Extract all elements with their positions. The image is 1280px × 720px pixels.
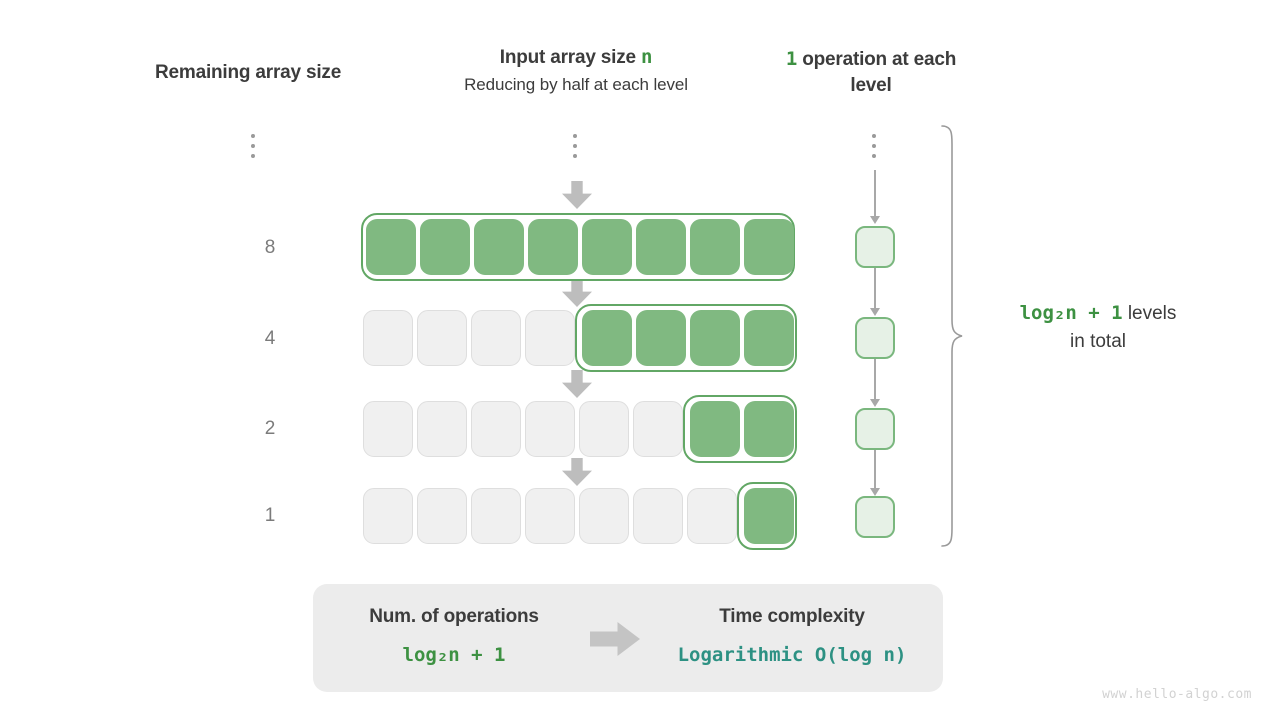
array-cell [690, 401, 740, 457]
reduce-arrow-icon-1 [562, 279, 592, 307]
watermark: www.hello-algo.com [1102, 687, 1252, 702]
array-cell [582, 310, 632, 366]
array-cell [636, 310, 686, 366]
level-label-0: 8 [264, 237, 276, 258]
array-cell [690, 219, 740, 275]
array-cell [744, 219, 794, 275]
array-row-level-4 [363, 304, 797, 372]
dot-icon [573, 134, 577, 138]
header-input-subtitle: Reducing by half at each level [464, 75, 688, 94]
array-cell [363, 401, 413, 457]
op-arrowhead-icon [870, 308, 880, 316]
array-cell [417, 488, 467, 544]
operation-cell-level-4 [855, 317, 895, 359]
reduce-arrow-icon-2 [562, 370, 592, 398]
operation-cell-level-1 [855, 496, 895, 538]
ellipsis-left-column [251, 134, 255, 158]
summary-complexity-value: Logarithmic O(log n) [677, 644, 907, 666]
operation-cell-level-2 [855, 408, 895, 450]
array-cell [579, 488, 629, 544]
array-cell [363, 488, 413, 544]
array-cell [471, 401, 521, 457]
levels-suffix: levels [1122, 303, 1177, 324]
op-arrowhead-icon [870, 399, 880, 407]
dot-icon [872, 154, 876, 158]
array-cell [525, 401, 575, 457]
header-input-title-variable: n [641, 46, 653, 68]
header-operations-per-level: 1 operation at each level [776, 46, 966, 99]
summary-operations-block: Num. of operations log₂n + 1 [340, 606, 568, 666]
header-remaining-array-size: Remaining array size [155, 62, 342, 83]
header-operations-text: operation at each level [797, 49, 957, 97]
dot-icon [872, 134, 876, 138]
array-cell [366, 219, 416, 275]
array-cell [582, 219, 632, 275]
levels-brace-icon [938, 124, 964, 553]
header-input-title-text: Input array size [499, 47, 641, 68]
array-cell [417, 310, 467, 366]
array-cell [417, 401, 467, 457]
array-cell [579, 401, 629, 457]
array-cell [636, 219, 686, 275]
header-input-title: Input array size n [390, 46, 762, 69]
array-cell [690, 310, 740, 366]
level-label-3: 1 [264, 505, 276, 526]
array-cell [528, 219, 578, 275]
ellipsis-array-column [573, 134, 577, 158]
reduce-arrow-icon-3 [562, 458, 592, 486]
header-input-array-size: Input array size n Reducing by half at e… [390, 46, 762, 95]
array-cell [363, 310, 413, 366]
array-cell [744, 401, 794, 457]
array-cell [687, 488, 737, 544]
dot-icon [872, 144, 876, 148]
array-row-level-1 [363, 482, 797, 550]
ellipsis-operations-column [872, 134, 876, 158]
header-operations-count: 1 [785, 48, 798, 70]
dot-icon [573, 144, 577, 148]
level-label-1: 4 [264, 328, 276, 349]
array-cell [474, 219, 524, 275]
op-connector-line [874, 170, 876, 218]
op-connector-line [874, 450, 876, 490]
summary-operations-value: log₂n + 1 [402, 644, 506, 666]
array-cell [633, 488, 683, 544]
op-arrowhead-icon [870, 216, 880, 224]
level-label-2: 2 [264, 418, 276, 439]
array-cell [744, 310, 794, 366]
array-cell [633, 401, 683, 457]
reduce-arrow-icon-0 [562, 181, 592, 209]
summary-complexity-title: Time complexity [719, 606, 865, 627]
operation-cell-level-8 [855, 226, 895, 268]
array-row-level-8 [361, 213, 795, 281]
levels-formula: log₂n + 1 [1019, 302, 1123, 324]
levels-total-note: log₂n + 1 levels in total [968, 300, 1228, 355]
array-cell [525, 488, 575, 544]
summary-operations-title: Num. of operations [369, 606, 539, 627]
op-arrowhead-icon [870, 488, 880, 496]
array-cell [525, 310, 575, 366]
array-row-level-2 [363, 395, 797, 463]
array-cell [471, 310, 521, 366]
dot-icon [251, 134, 255, 138]
array-cell [420, 219, 470, 275]
dot-icon [573, 154, 577, 158]
array-cell [744, 488, 794, 544]
op-connector-line [874, 268, 876, 310]
levels-note-line2: in total [1070, 330, 1126, 352]
dot-icon [251, 144, 255, 148]
array-cell [471, 488, 521, 544]
op-connector-line [874, 359, 876, 401]
summary-complexity-block: Time complexity Logarithmic O(log n) [668, 606, 916, 666]
dot-icon [251, 154, 255, 158]
